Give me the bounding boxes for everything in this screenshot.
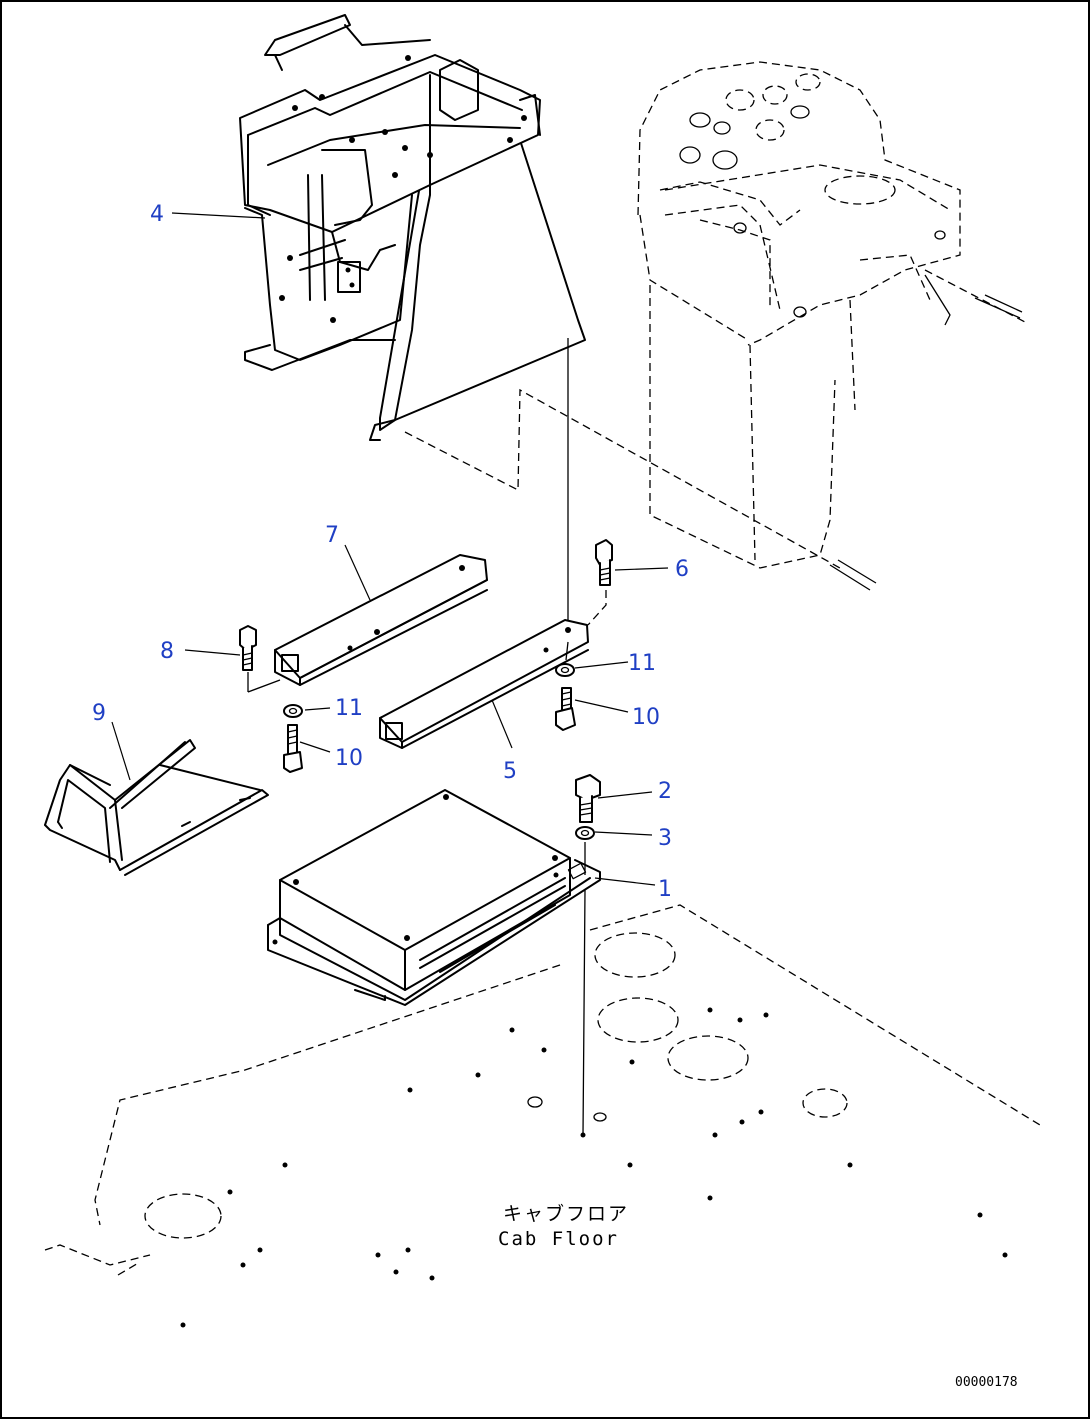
callout-9: 9 <box>92 701 106 726</box>
drawing-number: 00000178 <box>955 1375 1018 1390</box>
callout-8: 8 <box>160 639 174 664</box>
console-outline <box>637 61 1026 591</box>
callout-11-left: 11 <box>335 696 363 721</box>
washer-part-11-left <box>283 704 303 718</box>
rail-part-5 <box>379 619 589 749</box>
floor-label-en: Cab Floor <box>498 1228 619 1250</box>
assembly-line-bolt-8 <box>247 679 281 693</box>
bolt-part-10-right <box>555 687 576 731</box>
callout-10-right: 10 <box>632 705 660 730</box>
floor-label-jp: キャブフロア <box>503 1202 629 1225</box>
callout-1: 1 <box>658 877 672 902</box>
callout-2: 2 <box>658 779 672 804</box>
callout-3: 3 <box>658 826 672 851</box>
bolt-part-10-left <box>283 724 303 773</box>
bolt-part-6 <box>587 539 613 626</box>
rail-part-7 <box>274 554 488 686</box>
controller-part-1 <box>267 789 601 1006</box>
bracket-part-4 <box>239 14 586 441</box>
bolt-part-2 <box>575 774 601 823</box>
bolt-part-8 <box>239 625 257 692</box>
assembly-line-rail-5 <box>565 641 569 661</box>
assembly-line-bracket <box>404 388 841 569</box>
cab-floor <box>44 904 1041 1328</box>
washer-part-11-right <box>555 663 575 677</box>
washer-part-3 <box>575 826 595 840</box>
callout-6: 6 <box>675 557 689 582</box>
assembly-line-bolt-2 <box>582 842 586 1136</box>
callout-leaders <box>111 212 669 886</box>
callout-5: 5 <box>503 759 517 784</box>
frame-part-9 <box>44 739 269 876</box>
callout-7: 7 <box>325 523 339 548</box>
callout-11-right: 11 <box>628 651 656 676</box>
callout-10-left: 10 <box>335 746 363 771</box>
callout-4: 4 <box>150 202 164 227</box>
